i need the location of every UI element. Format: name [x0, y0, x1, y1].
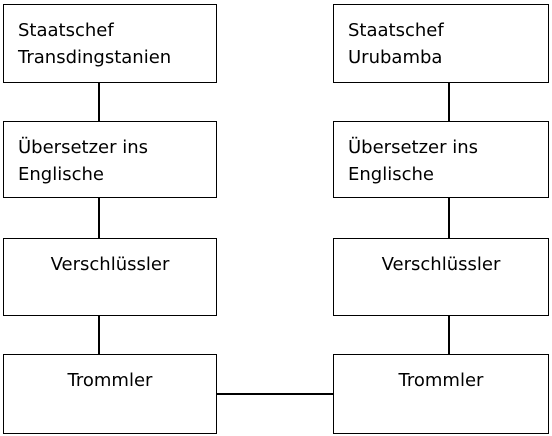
right-head-of-state-label: Staatschef Urubamba: [348, 20, 444, 68]
left-translator-label: Übersetzer ins Englische: [18, 137, 149, 185]
drummer-link-connector: [217, 393, 333, 395]
left-encryptor-box: Verschlüssler: [3, 238, 217, 316]
right-encryptor-box: Verschlüssler: [333, 238, 549, 316]
left-drummer-box: Trommler: [3, 354, 217, 434]
right-drummer-box: Trommler: [333, 354, 549, 434]
left-drummer-label: Trommler: [67, 370, 153, 391]
right-connector-1: [448, 83, 450, 121]
left-connector-3: [98, 316, 100, 354]
left-translator-box: Übersetzer ins Englische: [3, 121, 217, 198]
right-translator-label: Übersetzer ins Englische: [348, 137, 479, 185]
left-encryptor-label: Verschlüssler: [50, 254, 170, 275]
right-head-of-state-box: Staatschef Urubamba: [333, 4, 549, 83]
left-head-of-state-label: Staatschef Transdingstanien: [18, 20, 172, 68]
right-connector-3: [448, 316, 450, 354]
right-drummer-label: Trommler: [398, 370, 484, 391]
right-encryptor-label: Verschlüssler: [381, 254, 501, 275]
left-connector-1: [98, 83, 100, 121]
right-translator-box: Übersetzer ins Englische: [333, 121, 549, 198]
left-head-of-state-box: Staatschef Transdingstanien: [3, 4, 217, 83]
right-connector-2: [448, 198, 450, 238]
left-connector-2: [98, 198, 100, 238]
